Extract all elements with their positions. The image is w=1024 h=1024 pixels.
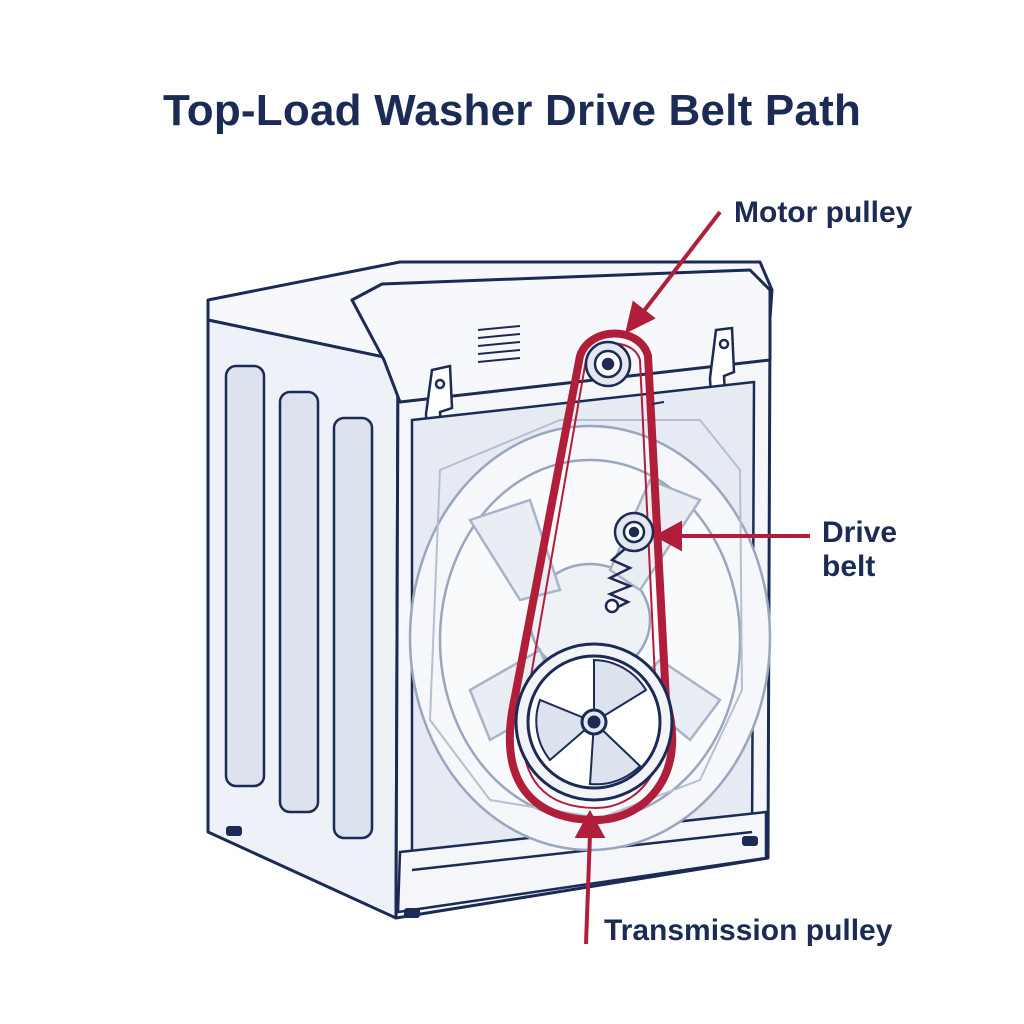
idler-pulley bbox=[613, 511, 655, 553]
motor-pulley-arrow bbox=[638, 210, 722, 318]
control-console bbox=[350, 268, 772, 404]
callout-arrows bbox=[574, 210, 810, 945]
cabinet-feet bbox=[226, 826, 758, 918]
motor-pulley bbox=[584, 340, 632, 388]
drive-belt-label-line2: belt bbox=[822, 550, 876, 583]
side-strip-1 bbox=[224, 364, 266, 788]
transmission-pulley-label: Transmission pulley bbox=[604, 914, 893, 947]
motor-plate bbox=[428, 419, 744, 820]
side-panel-strips bbox=[224, 364, 374, 840]
side-strip-3 bbox=[332, 416, 374, 840]
transmission-pulley-arrow bbox=[584, 833, 592, 945]
diagram-title: Top-Load Washer Drive Belt Path bbox=[162, 86, 862, 135]
motor-pulley-label: Motor pulley bbox=[734, 196, 913, 229]
drive-belt bbox=[505, 329, 677, 824]
drive-belt-label: Drive belt bbox=[822, 516, 897, 584]
side-strip-2 bbox=[278, 390, 320, 814]
transmission-pulley bbox=[514, 642, 674, 802]
tensioner-spring bbox=[606, 547, 634, 612]
vent-slots bbox=[477, 325, 521, 363]
drive-belt-label-line1: Drive bbox=[822, 516, 898, 549]
tensioner bbox=[604, 547, 634, 614]
drive-belt-inner bbox=[521, 342, 663, 810]
